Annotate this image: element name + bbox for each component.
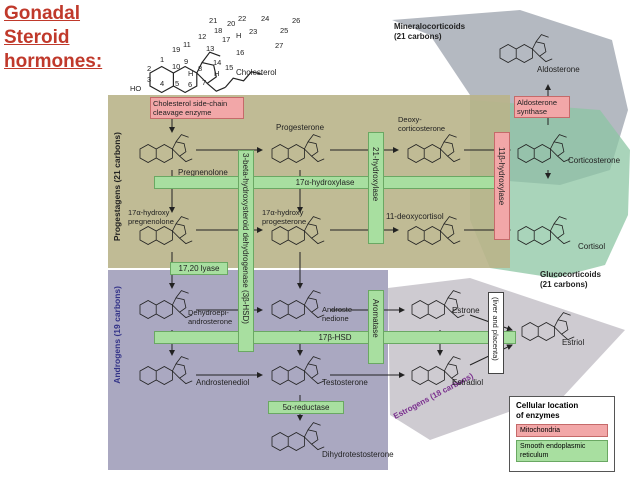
enzyme-aldosterone-synthase: Aldosterone synthase [514, 96, 570, 118]
legend: Cellular location of enzymes Mitochondri… [509, 396, 615, 472]
carbon-number: 24 [261, 14, 270, 23]
carbon-number: 15 [225, 63, 234, 72]
carbon-number: 14 [213, 58, 222, 67]
carbon-number: 9 [184, 57, 189, 66]
page-title: Gonadal Steroid hormones: [4, 2, 102, 74]
carbon-number: 10 [172, 62, 181, 71]
compound-estrone: Estrone [452, 306, 480, 315]
carbon-number: 5 [175, 79, 180, 88]
compound-cholesterol: Cholesterol [236, 68, 277, 77]
compound-progesterone: Progesterone [276, 123, 325, 132]
carbon-number: 3 [147, 75, 152, 84]
compound-hydroxyprogesterone: 17α-hydroxy progesterone [262, 208, 307, 226]
compound-aldosterone: Aldosterone [537, 65, 580, 74]
carbon-number: 22 [238, 14, 247, 23]
carbon-number: 23 [249, 27, 258, 36]
hydrogen-label: H [236, 31, 242, 40]
carbon-number: 8 [198, 64, 203, 73]
group-progestagens: Progestagens (21 carbons) [112, 132, 122, 242]
enzyme-17-20-lyase: 17,20 lyase [170, 262, 228, 275]
title-line-1: Gonadal [4, 3, 81, 24]
compound-hydroxypregnenolone: 17α-hydroxy pregnenolone [128, 208, 174, 226]
carbon-number: 1 [160, 55, 165, 64]
carbon-number: 7 [202, 78, 207, 87]
compound-androstenedione: Androste- nedione [322, 305, 355, 323]
compound-deoxycorticosterone: Deoxy- corticosterone [398, 115, 446, 133]
carbon-number: 2 [147, 64, 152, 73]
legend-title: Cellular location of enzymes [516, 401, 579, 420]
carbon-number: 13 [206, 44, 215, 53]
compound-estradiol: Estradiol [452, 378, 484, 387]
carbon-number: 17 [222, 35, 231, 44]
carbon-number: 12 [198, 32, 207, 41]
carbon-number: 27 [275, 41, 284, 50]
compound-dhea: Dehydroepi- androsterone [188, 308, 233, 326]
compound-pregnenolone: Pregnenolone [178, 168, 228, 177]
liver-placenta-note: (liver and placenta) [488, 292, 504, 374]
carbon-number: 19 [172, 45, 181, 54]
hydrogen-label: H [214, 69, 220, 78]
carbon-number: 21 [209, 16, 218, 25]
carbon-number: 20 [227, 19, 236, 28]
compound-testosterone: Testosterone [322, 378, 368, 387]
enzyme-side-chain-cleavage: Cholesterol side-chain cleavage enzyme [150, 97, 244, 119]
compound-cortisol: Cortisol [578, 242, 606, 251]
compound-deoxycortisol: 11-deoxycortisol [386, 212, 444, 221]
carbon-number: 18 [214, 26, 223, 35]
carbon-number: 16 [236, 48, 245, 57]
enzyme-17a-hydroxylase: 17α-hydroxylase [154, 176, 496, 189]
carbon-number: 4 [160, 79, 165, 88]
carbon-number: 6 [188, 80, 193, 89]
compound-estriol: Estriol [562, 338, 585, 347]
group-glucocorticoids: Glucocorticoids (21 carbons) [540, 270, 601, 289]
enzyme-3b-hsd: 3-beta-hydroxysteroid dehydrogenase (3β-… [238, 150, 254, 352]
carbon-number: 26 [292, 16, 301, 25]
enzyme-17b-hsd: 17β-HSD [154, 331, 516, 344]
compound-corticosterone: Corticosterone [568, 156, 621, 165]
hydroxyl-label: HO [130, 84, 142, 93]
estrogen-region [388, 278, 625, 440]
enzyme-aromatase: Aromatase [368, 290, 384, 364]
legend-mitochondria: Mitochondria [516, 424, 608, 437]
enzyme-5a-reductase: 5α-reductase [268, 401, 344, 414]
enzyme-21-hydroxylase: 21-hydroxylase [368, 132, 384, 244]
enzyme-11b-hydroxylase: 11β-hydroxylase [494, 132, 510, 240]
legend-smooth-er: Smooth endoplasmic reticulum [516, 440, 608, 462]
title-line-2: Steroid [4, 27, 70, 48]
compound-dihydrotestosterone: Dihydrotestosterone [322, 450, 394, 459]
group-androgens: Androgens (19 carbons) [112, 286, 122, 384]
group-mineralocorticoids: Mineralocorticoids (21 carbons) [394, 22, 466, 41]
title-line-3: hormones: [4, 51, 103, 72]
hydrogen-label: H [188, 69, 194, 78]
carbon-number: 25 [280, 26, 289, 35]
compound-androstenediol: Androstenediol [196, 378, 250, 387]
carbon-number: 11 [183, 40, 191, 49]
